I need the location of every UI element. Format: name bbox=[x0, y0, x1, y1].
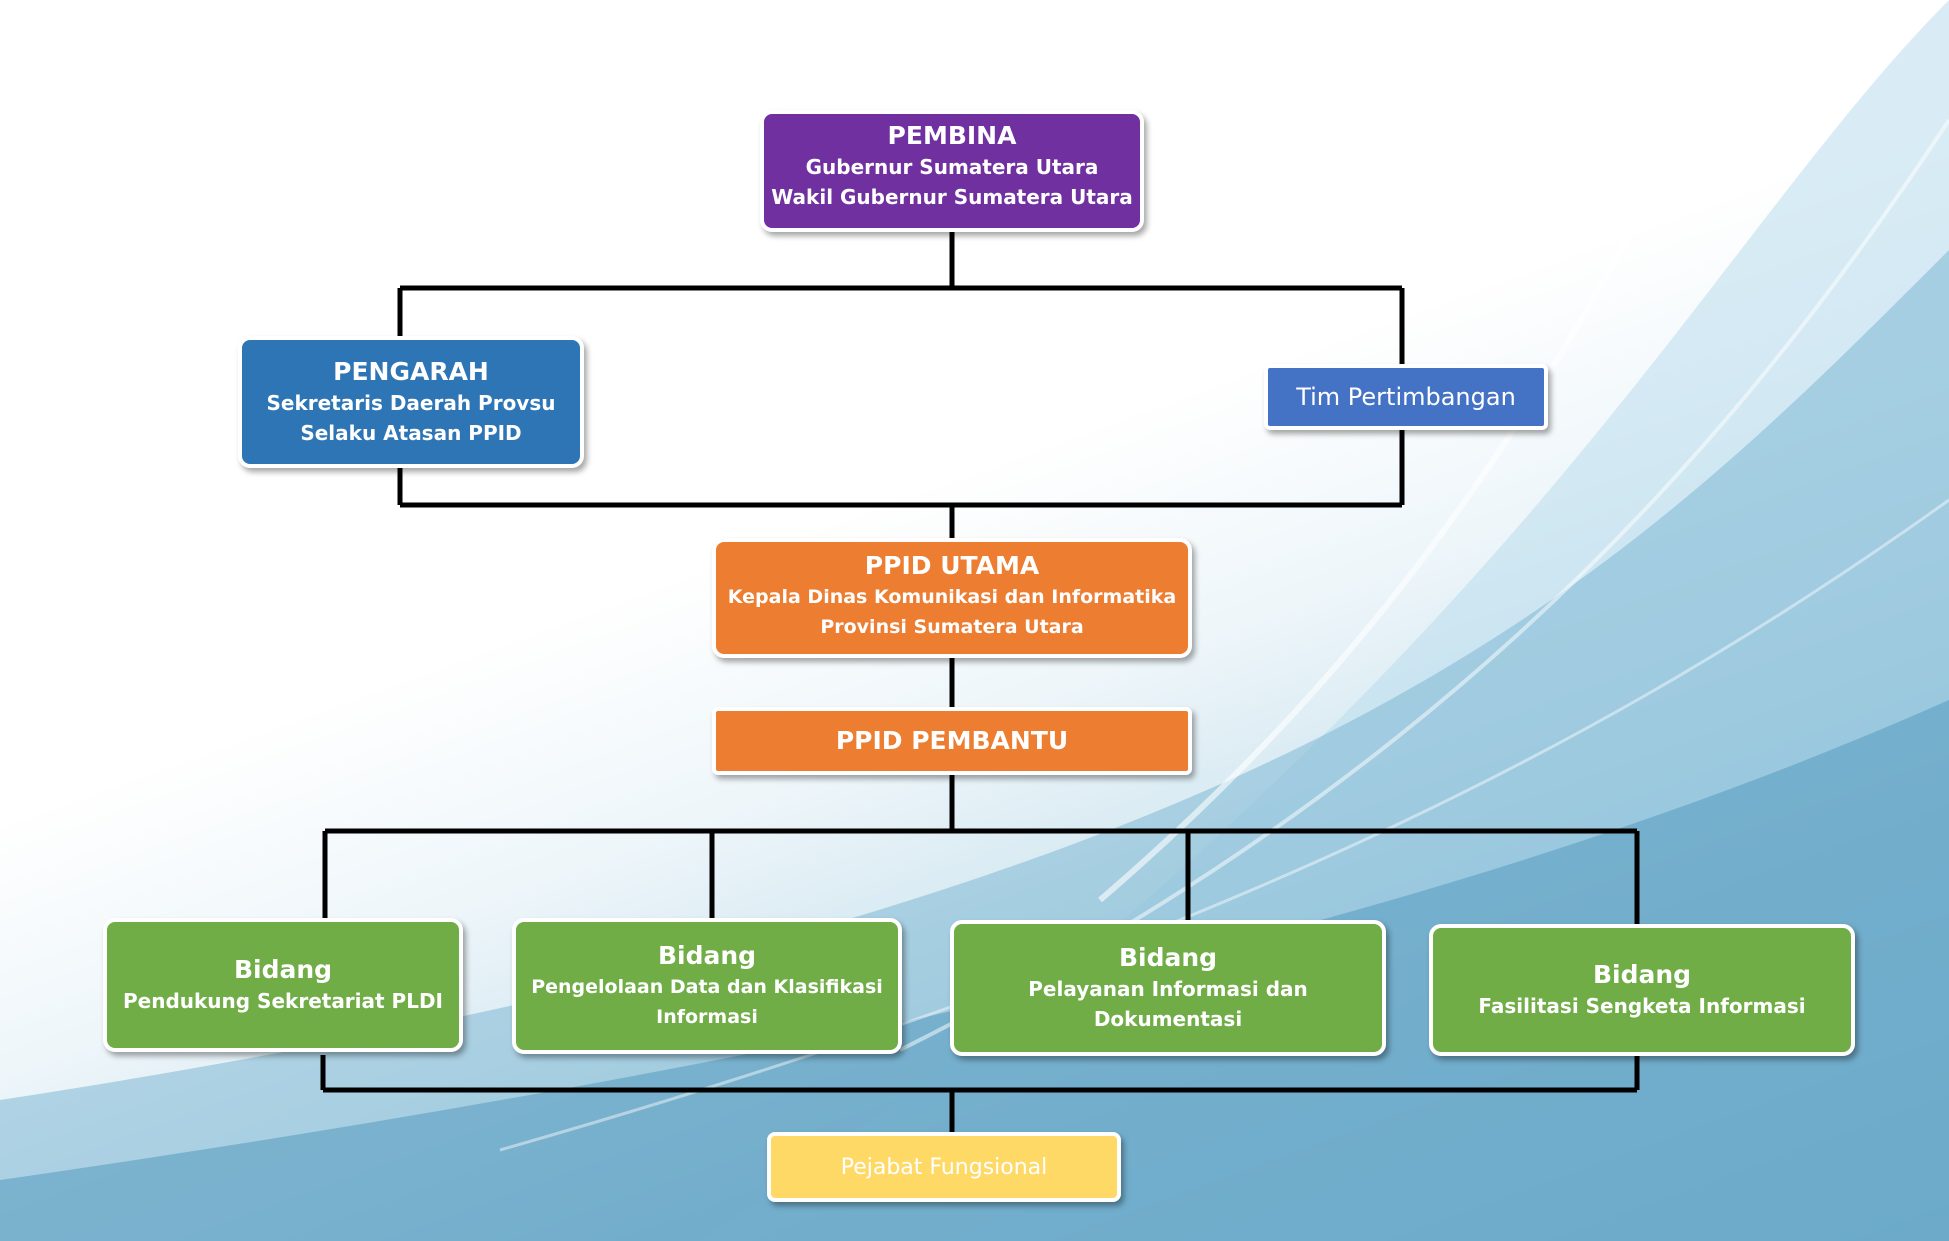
pembina-title: PEMBINA bbox=[887, 121, 1017, 150]
bidang-box-1: Bidang Pendukung Sekretariat PLDI bbox=[103, 918, 463, 1052]
bidang-2-title: Bidang bbox=[657, 941, 757, 970]
pengarah-title: PENGARAH bbox=[333, 357, 489, 386]
bidang-box-2: Bidang Pengelolaan Data dan Klasifikasi … bbox=[512, 918, 902, 1054]
ppid-utama-box: PPID UTAMA Kepala Dinas Komunikasi dan I… bbox=[712, 538, 1192, 658]
pengarah-line-1: Sekretaris Daerah Provsu bbox=[266, 391, 556, 415]
ppid-utama-line-1: Kepala Dinas Komunikasi dan Informatika bbox=[727, 586, 1177, 608]
pejabat-fungsional-label: Pejabat Fungsional bbox=[840, 1154, 1048, 1180]
pembina-line-1: Gubernur Sumatera Utara bbox=[805, 155, 1099, 179]
bidang-3-line-1: Pelayanan Informasi dan bbox=[1028, 977, 1308, 1001]
bidang-2-line-1: Pengelolaan Data dan Klasifikasi bbox=[531, 976, 883, 998]
pengarah-box: PENGARAH Sekretaris Daerah Provsu Selaku… bbox=[238, 336, 584, 468]
tim-pertimbangan-box: Tim Pertimbangan bbox=[1264, 364, 1548, 430]
pengarah-line-2: Selaku Atasan PPID bbox=[300, 421, 522, 445]
bidang-box-4: Bidang Fasilitasi Sengketa Informasi bbox=[1429, 924, 1855, 1056]
pejabat-fungsional-box: Pejabat Fungsional bbox=[767, 1132, 1121, 1202]
bidang-4-line-1: Fasilitasi Sengketa Informasi bbox=[1478, 994, 1806, 1018]
bidang-1-title: Bidang bbox=[233, 955, 333, 984]
ppid-pembantu-box: PPID PEMBANTU bbox=[712, 707, 1192, 775]
bidang-3-line-2: Dokumentasi bbox=[1093, 1007, 1243, 1031]
bidang-1-line-1: Pendukung Sekretariat PLDI bbox=[122, 989, 443, 1013]
pembina-line-2: Wakil Gubernur Sumatera Utara bbox=[771, 185, 1133, 209]
ppid-utama-title: PPID UTAMA bbox=[864, 551, 1040, 580]
tim-pertimbangan-label: Tim Pertimbangan bbox=[1296, 383, 1516, 411]
ppid-utama-line-2: Provinsi Sumatera Utara bbox=[820, 616, 1084, 638]
ppid-pembantu-title: PPID PEMBANTU bbox=[835, 726, 1069, 755]
bidang-4-title: Bidang bbox=[1592, 960, 1692, 989]
bidang-2-line-2: Informasi bbox=[656, 1006, 758, 1028]
bidang-3-title: Bidang bbox=[1118, 943, 1218, 972]
bidang-box-3: Bidang Pelayanan Informasi dan Dokumenta… bbox=[950, 920, 1386, 1056]
pembina-box: PEMBINA Gubernur Sumatera Utara Wakil Gu… bbox=[760, 110, 1144, 232]
